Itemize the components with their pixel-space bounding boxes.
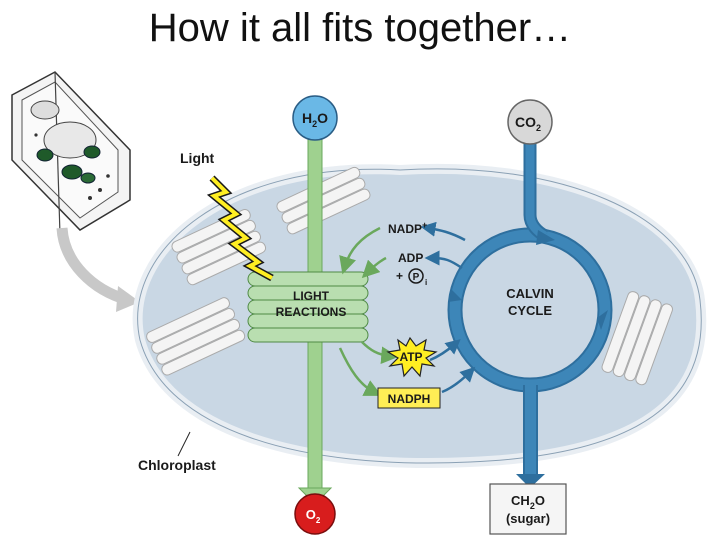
sugar-label: (sugar) [506,511,550,526]
calvin-label-1: CALVIN [506,286,553,301]
phosphate-subscript: i [425,278,427,287]
nadp-plus-label: NADP+ [388,220,427,236]
ch2o-label: CH2O [511,493,545,511]
light-label: Light [180,150,215,166]
o2-label: O2 [306,507,321,525]
nadph-label: NADPH [388,392,431,406]
sugar-box [489,483,567,535]
nadp-to-light-arrow [339,226,381,275]
h2o-label: H2O [302,110,328,129]
nadph-output-arrow [338,347,382,396]
co2-circle [507,99,553,145]
calvin-label-2: CYCLE [508,303,552,318]
grana-stack-lower-left [146,297,246,376]
o2-circle [294,493,336,535]
zoom-arrowhead [116,286,140,312]
light-reactions-label-1: LIGHT [293,289,330,303]
co2-label: CO2 [515,114,541,133]
atp-to-calvin-arrow [429,339,461,362]
nadp-return-arrow [420,221,466,242]
calvin-arrow-left [448,290,462,302]
calvin-arrow-right [597,310,608,330]
plus-sign: + [396,269,403,283]
zoom-arrow [56,227,130,306]
adp-return-arrow [424,250,463,270]
phosphate-circle-icon [408,268,424,284]
chloroplast-pointer [177,431,191,457]
slide-title: How it all fits together… [148,6,572,50]
nadph-box [377,387,441,409]
light-reactions-label-2: REACTIONS [276,305,347,319]
chloroplast-label: Chloroplast [138,457,216,473]
grana-stack-right [601,291,673,386]
atp-starburst-icon [386,336,438,378]
adp-label: ADP [398,251,423,265]
nadph-to-calvin-arrow [441,366,476,394]
adp-to-light-arrow [361,256,387,279]
phosphate-label: P [413,272,420,283]
light-reactions-stack [247,271,369,343]
plant-cell-icon [11,71,131,236]
atp-label: ATP [399,350,422,364]
h2o-circle [292,95,338,141]
atp-output-arrow [361,341,399,364]
